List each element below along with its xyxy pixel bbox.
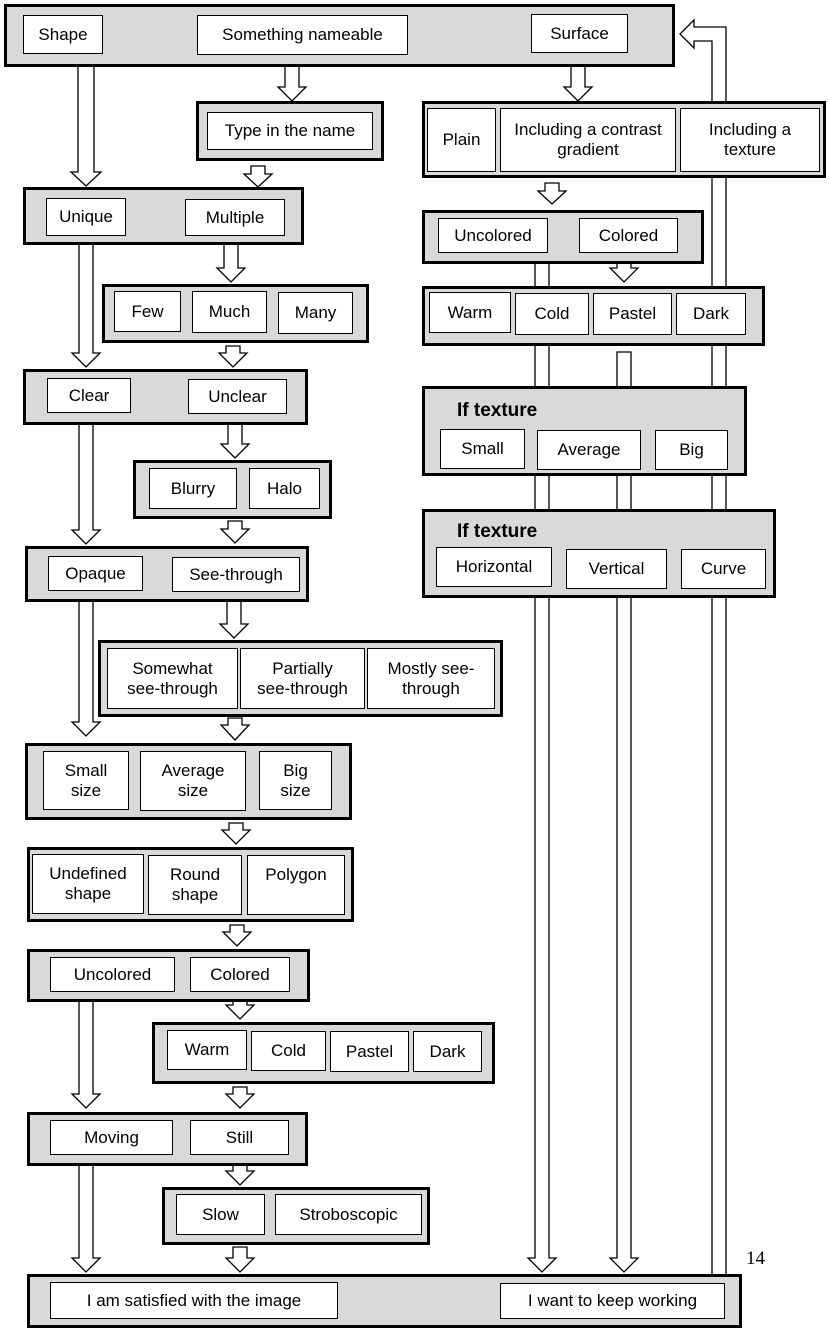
surface-box: Surface xyxy=(531,14,628,53)
arrow-opaque-to-size xyxy=(70,593,102,737)
texture-size-heading: If texture xyxy=(457,400,538,421)
stroboscopic-box: Stroboscopic xyxy=(275,1194,422,1235)
surface-warm-box: Warm xyxy=(429,292,511,333)
texture-average-box: Average xyxy=(537,430,641,470)
arrow-multiple-options-to-clarity xyxy=(217,345,249,368)
still-box: Still xyxy=(190,1120,289,1155)
polygon-box: Polygon xyxy=(247,855,345,915)
surface-cold-box: Cold xyxy=(515,293,589,335)
arrow-shape-tones-to-motion xyxy=(224,1086,256,1109)
see-through-box: See-through xyxy=(172,557,300,592)
arrow-unique-to-clear xyxy=(70,236,102,368)
texture-big-box: Big xyxy=(655,430,728,470)
arrow-see-through-options-to-size xyxy=(219,717,251,741)
surface-gradient-box: Including a contrast gradient xyxy=(500,108,676,172)
shape-uncolored-box: Uncolored xyxy=(50,957,175,992)
arrow-uncolored-to-motion xyxy=(70,989,102,1109)
opaque-box: Opaque xyxy=(48,556,143,591)
surface-colored-box: Colored xyxy=(579,218,678,253)
shape-pastel-box: Pastel xyxy=(330,1031,409,1072)
texture-curve-box: Curve xyxy=(681,549,766,589)
arrow-types-to-surface-color xyxy=(536,182,568,205)
small-size-box: Small size xyxy=(43,751,129,810)
many-box: Many xyxy=(278,292,353,334)
mostly-see-through-box: Mostly see-through xyxy=(367,648,495,709)
page-number: 14 xyxy=(746,1248,765,1269)
unclear-box: Unclear xyxy=(188,379,287,414)
surface-dark-box: Dark xyxy=(676,293,746,335)
arrow-size-to-shape xyxy=(220,822,252,845)
halo-box: Halo xyxy=(249,468,320,509)
surface-pastel-box: Pastel xyxy=(593,293,672,335)
somewhat-see-through-box: Somewhat see-through xyxy=(107,648,238,709)
arrow-shape-options-to-color xyxy=(221,924,253,947)
blurry-box: Blurry xyxy=(149,468,237,509)
shape-colored-box: Colored xyxy=(190,957,290,992)
moving-box: Moving xyxy=(50,1120,173,1155)
surface-uncolored-box: Uncolored xyxy=(438,218,548,253)
arrow-surface-pastel-to-final xyxy=(608,351,640,1273)
unique-box: Unique xyxy=(46,198,126,236)
arrow-type-name-to-count xyxy=(242,165,274,188)
texture-horizontal-box: Horizontal xyxy=(436,547,552,587)
texture-vertical-box: Vertical xyxy=(566,549,667,589)
something-nameable-box: Something nameable xyxy=(197,15,408,55)
slow-box: Slow xyxy=(176,1194,265,1235)
shape-dark-box: Dark xyxy=(413,1031,482,1072)
multiple-box: Multiple xyxy=(185,199,285,236)
arrow-clear-to-opaque xyxy=(70,413,102,545)
type-name-box: Type in the name xyxy=(207,112,373,150)
surface-texture-box: Including a texture xyxy=(680,108,820,172)
shape-cold-box: Cold xyxy=(251,1031,326,1071)
partially-see-through-box: Partially see-through xyxy=(240,648,365,709)
undefined-shape-box: Undefined shape xyxy=(32,854,144,914)
shape-box: Shape xyxy=(23,15,103,54)
arrow-shape-to-unique xyxy=(69,53,103,187)
big-size-box: Big size xyxy=(259,751,332,810)
arrow-moving-to-final xyxy=(70,1156,102,1273)
satisfied-box: I am satisfied with the image xyxy=(50,1282,338,1319)
shape-warm-box: Warm xyxy=(167,1030,247,1070)
round-shape-box: Round shape xyxy=(148,855,242,915)
average-size-box: Average size xyxy=(140,751,246,811)
much-box: Much xyxy=(192,291,267,333)
texture-direction-heading: If texture xyxy=(457,521,538,542)
few-box: Few xyxy=(114,291,181,332)
arrow-still-options-to-final xyxy=(224,1246,256,1273)
texture-small-box: Small xyxy=(440,429,525,469)
surface-plain-box: Plain xyxy=(427,108,496,172)
keep-working-box: I want to keep working xyxy=(500,1283,725,1319)
clear-box: Clear xyxy=(47,378,131,413)
arrow-unclear-options-to-opacity xyxy=(219,520,251,544)
